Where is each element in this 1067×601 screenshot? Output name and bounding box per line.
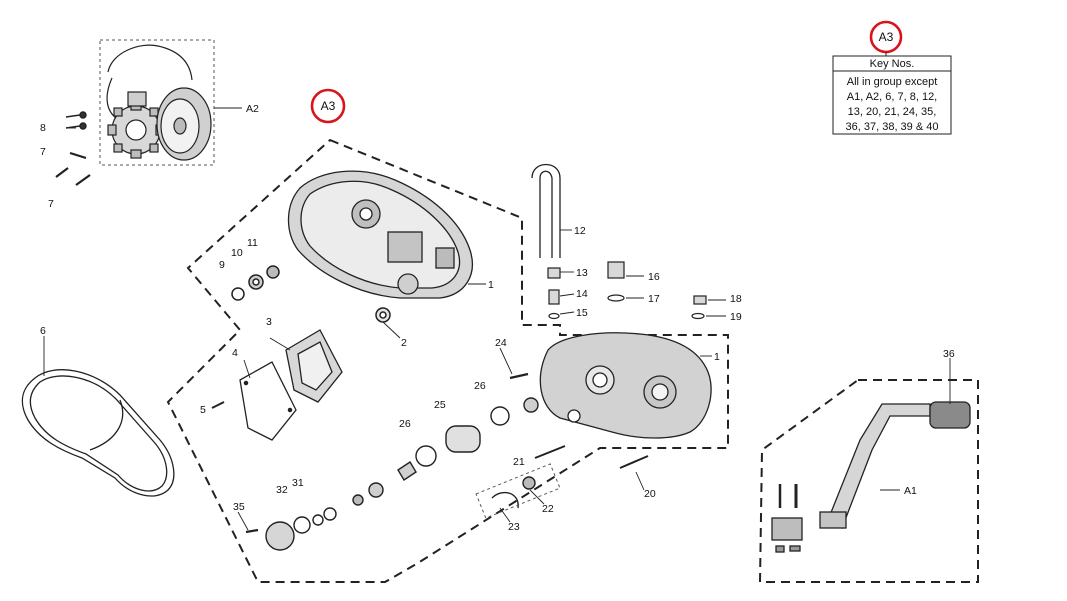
- callout-a3-ring: A3: [310, 88, 346, 124]
- seals-small: [231, 265, 391, 323]
- primary-cover-inner: [287, 170, 473, 299]
- part-label-22: 22: [542, 503, 554, 515]
- rotor: [156, 87, 212, 161]
- breather-fittings: [547, 261, 707, 320]
- part-label-12: 12: [574, 225, 586, 237]
- part-label-31: 31: [292, 477, 304, 489]
- part-label-4: 4: [232, 347, 238, 359]
- part-label-17: 17: [648, 293, 660, 305]
- callout-a3-text: A3: [321, 99, 336, 113]
- part-label-18: 18: [730, 293, 742, 305]
- part-label-21: 21: [513, 456, 525, 468]
- outer-gasket: [21, 369, 175, 497]
- part-label-15: 15: [576, 307, 588, 319]
- part-label-13: 13: [576, 267, 588, 279]
- screw-5: [211, 401, 225, 409]
- part-label-36: 36: [943, 348, 955, 360]
- key-box-line-4: 36, 37, 38, 39 & 40: [846, 121, 939, 133]
- group-a3-boundary: [166, 138, 729, 583]
- part-label-26b: 26: [399, 418, 411, 430]
- part-label-8: 8: [40, 122, 46, 134]
- part-label-1a: 1: [488, 279, 494, 291]
- inspection-gasket: [239, 361, 297, 441]
- key-box-header: Key Nos.: [870, 58, 915, 70]
- group-a1-boundary: [758, 379, 979, 583]
- part-label-11: 11: [247, 237, 258, 249]
- key-nos-box: A3 Key Nos. All in group except A1, A2, …: [832, 20, 952, 135]
- part-label-23: 23: [508, 521, 520, 533]
- group-label-a2: A2: [246, 103, 259, 115]
- clutch-release-parts: [245, 372, 649, 551]
- key-box-line-1: All in group except: [847, 76, 938, 88]
- part-label-25: 25: [434, 399, 446, 411]
- part-label-1b: 1: [714, 351, 720, 363]
- part-label-14: 14: [576, 288, 588, 300]
- part-label-6: 6: [40, 325, 46, 337]
- part-label-7a: 7: [40, 146, 46, 158]
- part-label-19: 19: [730, 311, 742, 323]
- key-box-line-2: A1, A2, 6, 7, 8, 12,: [847, 91, 938, 103]
- part-label-24: 24: [495, 337, 507, 349]
- part-label-9: 9: [219, 259, 225, 271]
- part-labels: A2 A1 8 7 7 6 9 10 11 1 2 3 4 5 12 13 14…: [40, 103, 955, 533]
- key-box-line-3: 13, 20, 21, 24, 35,: [848, 106, 937, 118]
- part-label-26a: 26: [474, 380, 486, 392]
- part-label-32: 32: [276, 484, 288, 496]
- vent-hose: [531, 163, 561, 258]
- part-label-20: 20: [644, 488, 656, 500]
- leader-lines: [43, 107, 951, 531]
- primary-cover-outer: [539, 332, 712, 439]
- screws-7: [55, 151, 91, 186]
- part-label-5: 5: [200, 404, 206, 416]
- key-box-callout: A3: [879, 30, 894, 44]
- circlip-box: [475, 463, 561, 519]
- part-label-16: 16: [648, 271, 660, 283]
- part-label-10: 10: [231, 247, 243, 259]
- part-label-3: 3: [266, 316, 272, 328]
- part-label-7b: 7: [48, 198, 54, 210]
- screws-8: [65, 111, 87, 130]
- group-label-a1: A1: [904, 485, 917, 497]
- part-label-2: 2: [401, 337, 407, 349]
- kickstart-lever: [771, 401, 971, 553]
- inspection-cover: [285, 329, 343, 403]
- part-label-35: 35: [233, 501, 245, 513]
- group-a2-boundary: [99, 39, 215, 166]
- stator-assembly: [106, 44, 193, 159]
